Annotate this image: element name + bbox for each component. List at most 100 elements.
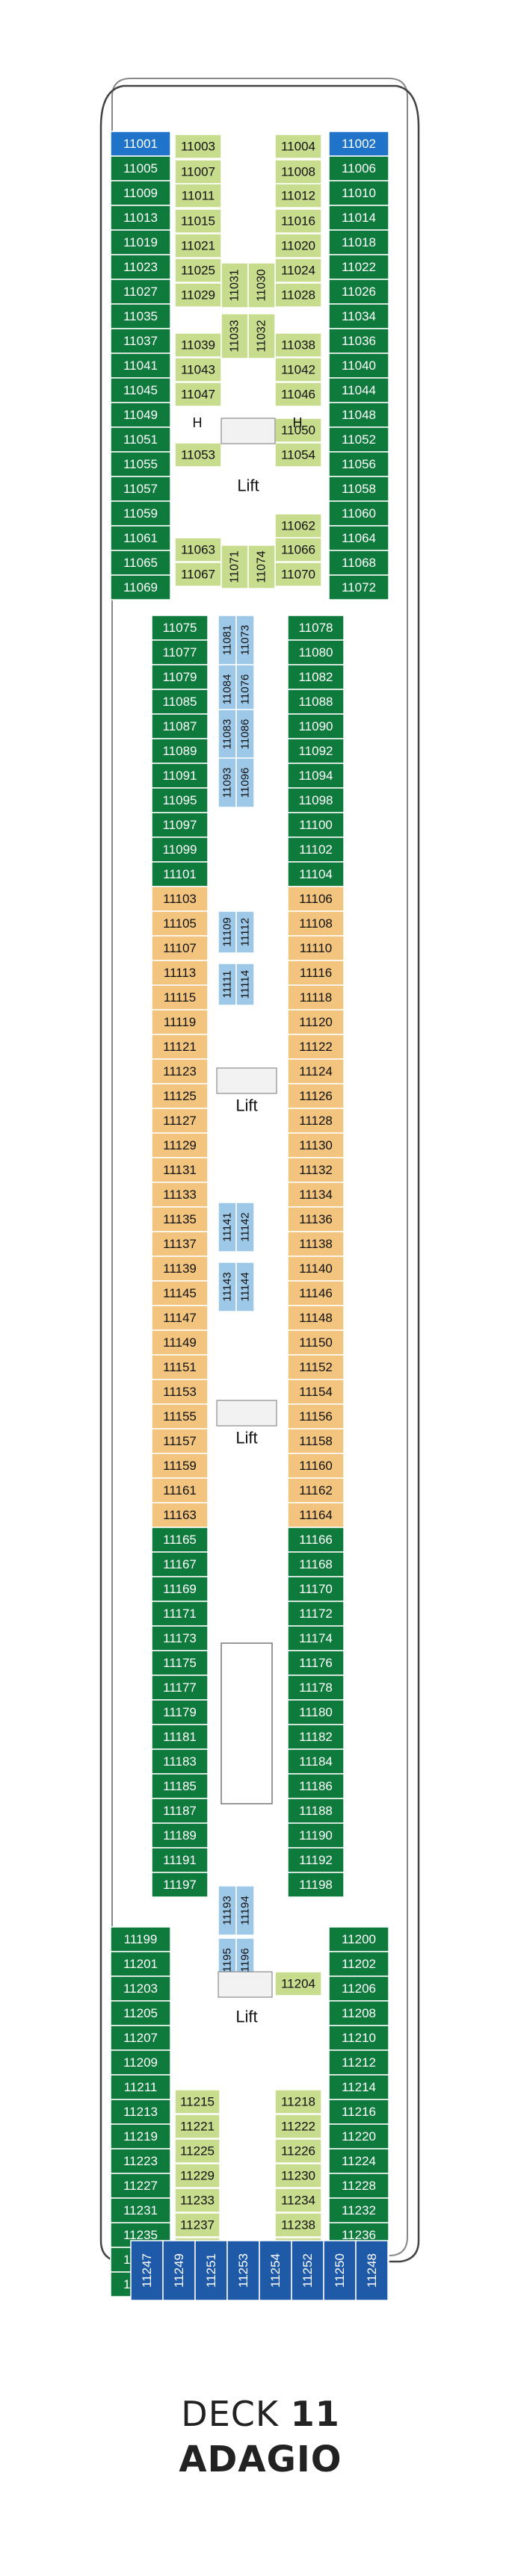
cabin-11127[interactable]: 11127 [151, 1108, 209, 1134]
cabin-11099[interactable]: 11099 [151, 837, 209, 863]
cabin-11038[interactable]: 11038 [274, 332, 322, 358]
cabin-11215[interactable]: 11215 [174, 2089, 221, 2114]
cabin-11224[interactable]: 11224 [328, 2148, 389, 2174]
cabin-11109[interactable]: 11109 [218, 910, 237, 954]
cabin-11053[interactable]: 11053 [174, 442, 222, 468]
cabin-11088[interactable]: 11088 [287, 689, 345, 715]
cabin-11144[interactable]: 11144 [235, 1261, 255, 1312]
cabin-11175[interactable]: 11175 [151, 1650, 209, 1676]
cabin-11015[interactable]: 11015 [174, 208, 222, 234]
cabin-11184[interactable]: 11184 [287, 1748, 345, 1775]
cabin-11221[interactable]: 11221 [174, 2114, 221, 2139]
cabin-11124[interactable]: 11124 [287, 1058, 345, 1084]
cabin-11200[interactable]: 11200 [328, 1926, 389, 1952]
cabin-11063[interactable]: 11063 [174, 537, 222, 562]
cabin-11089[interactable]: 11089 [151, 738, 209, 764]
cabin-11050[interactable]: 11050 [274, 418, 322, 443]
cabin-11252[interactable]: 11252 [291, 2240, 324, 2301]
cabin-11093[interactable]: 11093 [218, 757, 237, 808]
cabin-11052[interactable]: 11052 [328, 426, 389, 453]
cabin-11162[interactable]: 11162 [287, 1477, 345, 1503]
cabin-11223[interactable]: 11223 [110, 2148, 171, 2174]
cabin-11035[interactable]: 11035 [110, 303, 171, 329]
cabin-11021[interactable]: 11021 [174, 233, 222, 258]
cabin-11001[interactable]: 11001 [110, 131, 171, 157]
cabin-11253[interactable]: 11253 [226, 2240, 260, 2301]
cabin-11206[interactable]: 11206 [328, 1976, 389, 2002]
cabin-11208[interactable]: 11208 [328, 2000, 389, 2026]
cabin-11107[interactable]: 11107 [151, 935, 209, 961]
cabin-11024[interactable]: 11024 [274, 258, 322, 283]
cabin-11211[interactable]: 11211 [110, 2074, 171, 2100]
cabin-11048[interactable]: 11048 [328, 402, 389, 428]
cabin-11229[interactable]: 11229 [174, 2163, 221, 2188]
cabin-11059[interactable]: 11059 [110, 500, 171, 527]
cabin-11180[interactable]: 11180 [287, 1699, 345, 1725]
cabin-11250[interactable]: 11250 [323, 2240, 357, 2301]
cabin-11007[interactable]: 11007 [174, 159, 222, 184]
cabin-11031[interactable]: 11031 [221, 262, 249, 308]
cabin-11016[interactable]: 11016 [274, 208, 322, 234]
cabin-11032[interactable]: 11032 [247, 313, 276, 359]
cabin-11119[interactable]: 11119 [151, 1009, 209, 1035]
cabin-11174[interactable]: 11174 [287, 1625, 345, 1651]
cabin-11201[interactable]: 11201 [110, 1951, 171, 1977]
cabin-11082[interactable]: 11082 [287, 664, 345, 690]
cabin-11044[interactable]: 11044 [328, 377, 389, 403]
cabin-11112[interactable]: 11112 [235, 910, 255, 954]
cabin-11210[interactable]: 11210 [328, 2025, 389, 2051]
cabin-11116[interactable]: 11116 [287, 960, 345, 986]
cabin-11187[interactable]: 11187 [151, 1798, 209, 1824]
cabin-11199[interactable]: 11199 [110, 1926, 171, 1952]
cabin-11202[interactable]: 11202 [328, 1951, 389, 1977]
cabin-11254[interactable]: 11254 [259, 2240, 292, 2301]
cabin-11159[interactable]: 11159 [151, 1453, 209, 1479]
cabin-11161[interactable]: 11161 [151, 1477, 209, 1503]
cabin-11106[interactable]: 11106 [287, 886, 345, 912]
cabin-11233[interactable]: 11233 [174, 2188, 221, 2213]
cabin-11140[interactable]: 11140 [287, 1256, 345, 1282]
cabin-11086[interactable]: 11086 [235, 709, 255, 760]
cabin-11185[interactable]: 11185 [151, 1773, 209, 1799]
cabin-11170[interactable]: 11170 [287, 1576, 345, 1602]
cabin-11139[interactable]: 11139 [151, 1256, 209, 1282]
cabin-11160[interactable]: 11160 [287, 1453, 345, 1479]
cabin-11081[interactable]: 11081 [218, 615, 237, 665]
cabin-11153[interactable]: 11153 [151, 1379, 209, 1405]
cabin-11232[interactable]: 11232 [328, 2197, 389, 2223]
cabin-11230[interactable]: 11230 [274, 2163, 322, 2188]
cabin-11220[interactable]: 11220 [328, 2123, 389, 2150]
cabin-11040[interactable]: 11040 [328, 353, 389, 379]
cabin-11149[interactable]: 11149 [151, 1329, 209, 1356]
cabin-11126[interactable]: 11126 [287, 1083, 345, 1109]
cabin-11110[interactable]: 11110 [287, 935, 345, 961]
cabin-11092[interactable]: 11092 [287, 738, 345, 764]
cabin-11056[interactable]: 11056 [328, 451, 389, 477]
cabin-11157[interactable]: 11157 [151, 1428, 209, 1454]
cabin-11102[interactable]: 11102 [287, 837, 345, 863]
cabin-11069[interactable]: 11069 [110, 574, 171, 600]
cabin-11043[interactable]: 11043 [174, 357, 222, 382]
cabin-11248[interactable]: 11248 [355, 2240, 389, 2301]
cabin-11173[interactable]: 11173 [151, 1625, 209, 1651]
cabin-11142[interactable]: 11142 [235, 1202, 255, 1253]
cabin-11176[interactable]: 11176 [287, 1650, 345, 1676]
cabin-11118[interactable]: 11118 [287, 984, 345, 1011]
cabin-11247[interactable]: 11247 [130, 2240, 164, 2301]
cabin-11213[interactable]: 11213 [110, 2099, 171, 2125]
cabin-11029[interactable]: 11029 [174, 282, 222, 308]
cabin-11251[interactable]: 11251 [194, 2240, 228, 2301]
cabin-11073[interactable]: 11073 [235, 615, 255, 665]
cabin-11084[interactable]: 11084 [218, 664, 237, 715]
cabin-11198[interactable]: 11198 [287, 1872, 345, 1898]
cabin-11054[interactable]: 11054 [274, 442, 322, 468]
cabin-11096[interactable]: 11096 [235, 757, 255, 808]
cabin-11047[interactable]: 11047 [174, 382, 222, 407]
cabin-11062[interactable]: 11062 [274, 513, 322, 539]
cabin-11072[interactable]: 11072 [328, 574, 389, 600]
cabin-11034[interactable]: 11034 [328, 303, 389, 329]
cabin-11226[interactable]: 11226 [274, 2138, 322, 2164]
cabin-11155[interactable]: 11155 [151, 1403, 209, 1430]
cabin-11080[interactable]: 11080 [287, 639, 345, 665]
cabin-11018[interactable]: 11018 [328, 229, 389, 255]
